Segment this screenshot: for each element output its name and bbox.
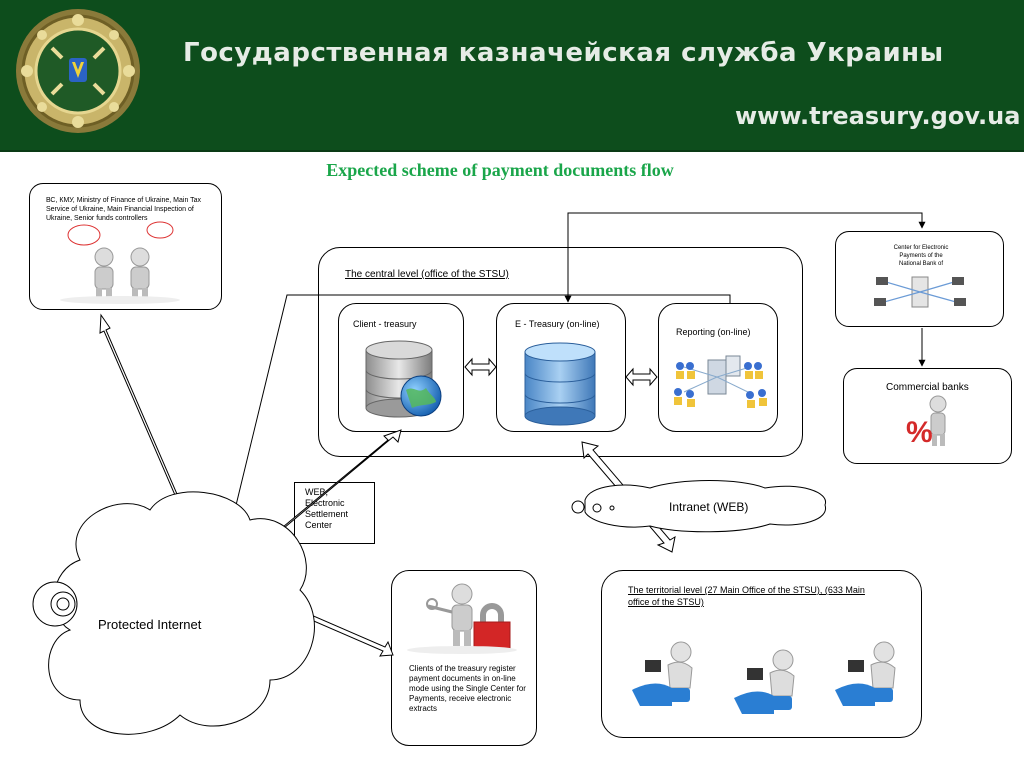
territorial-workers-icon bbox=[632, 641, 896, 714]
e-treasury-label: E - Treasury (on-line) bbox=[515, 319, 600, 329]
web-center-text: WEB, Electronic Settlement Center bbox=[305, 487, 349, 530]
central-level-title: The central level (office of the STSU) bbox=[345, 269, 509, 280]
reporting-network-icon bbox=[674, 355, 767, 408]
e-treasury-database-icon bbox=[524, 342, 596, 426]
intranet-cloud bbox=[571, 480, 826, 533]
nbu-network-icon bbox=[874, 276, 966, 308]
clients-key-lock-icon bbox=[407, 583, 517, 654]
header-title: Государственная казначейская служба Укра… bbox=[183, 38, 944, 68]
nbu-center-text: Center for Electronic Payments of the Na… bbox=[893, 245, 949, 267]
clients-text: Clients of the treasury register payment… bbox=[409, 664, 526, 713]
slide-title: Expected scheme of payment documents flo… bbox=[326, 160, 674, 180]
territorial-level-title: The territorial level (27 Main Office of… bbox=[628, 585, 865, 607]
commercial-banks-box: Commercial banks bbox=[843, 368, 1012, 464]
intranet-label: Intranet (WEB) bbox=[669, 500, 749, 514]
controllers-figures-icon bbox=[60, 221, 180, 304]
commercial-banks-title: Commercial banks bbox=[886, 382, 969, 393]
controllers-box: ВС, КМУ, Ministry of Finance of Ukraine,… bbox=[29, 183, 222, 310]
header-url[interactable]: www.treasury.gov.ua bbox=[735, 102, 1021, 130]
controllers-text: ВС, КМУ, Ministry of Finance of Ukraine,… bbox=[46, 197, 202, 222]
header-banner: Государственная казначейская служба Укра… bbox=[0, 0, 1024, 152]
commercial-banks-percent-icon: % bbox=[906, 395, 947, 449]
clients-box: Clients of the treasury register payment… bbox=[391, 570, 537, 746]
treasury-emblem-icon bbox=[16, 9, 140, 133]
protected-internet-label: Protected Internet bbox=[98, 617, 202, 632]
reporting-label: Reporting (on-line) bbox=[676, 327, 751, 337]
client-treasury-label: Client - treasury bbox=[353, 319, 417, 329]
client-database-icon bbox=[365, 340, 442, 418]
web-center-box: WEB, Electronic Settlement Center bbox=[294, 482, 375, 544]
svg-text:%: % bbox=[906, 416, 933, 449]
protected-internet-cloud bbox=[32, 491, 315, 735]
